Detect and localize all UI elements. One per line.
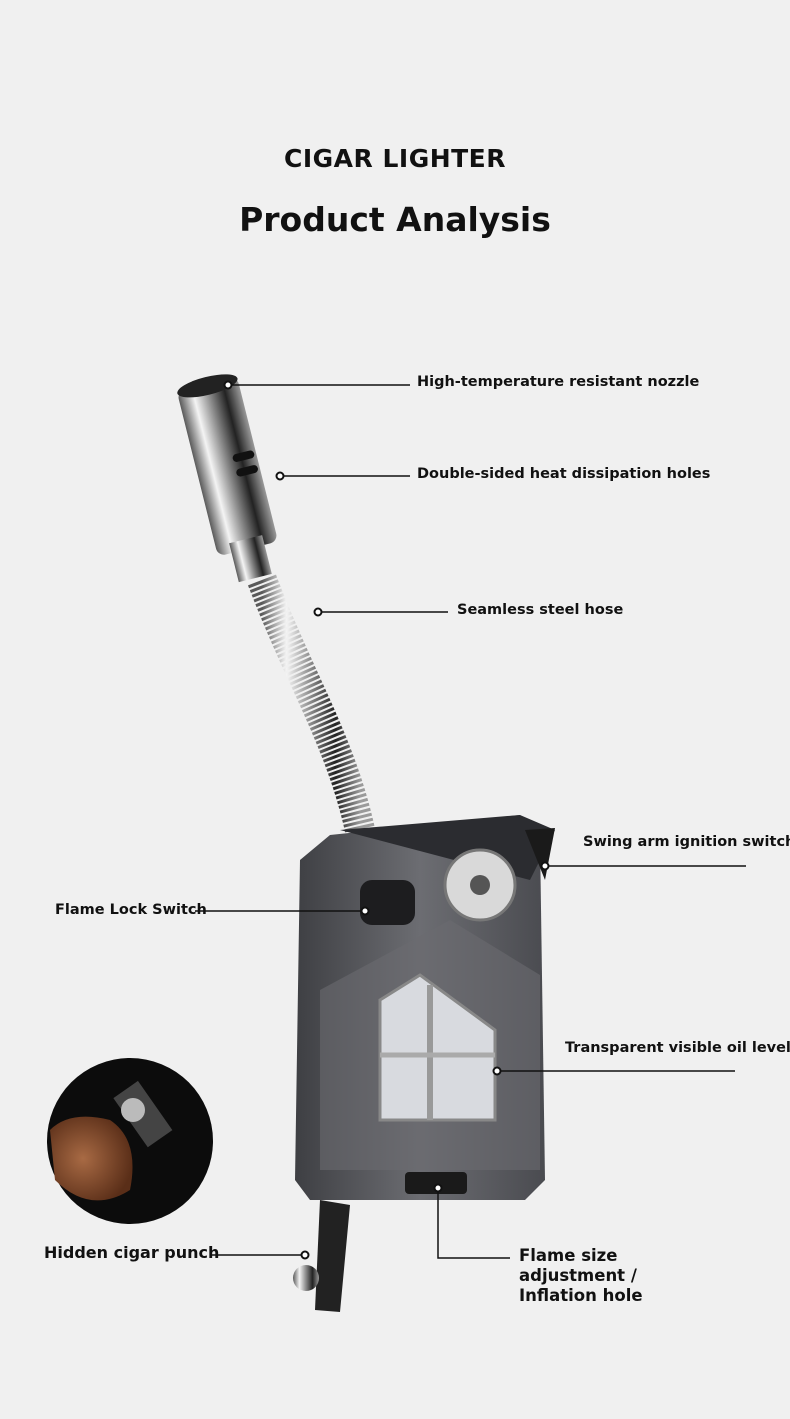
label-heat-holes: Double-sided heat dissipation holes bbox=[417, 466, 711, 482]
nozzle bbox=[177, 374, 277, 583]
page-title: Product Analysis bbox=[239, 200, 551, 239]
product-category: CIGAR LIGHTER bbox=[283, 144, 507, 173]
label-flame-lock: Flame Lock Switch bbox=[55, 902, 207, 918]
label-flame-size: Flame size adjustment / Inflation hole bbox=[519, 1246, 643, 1305]
label-oil-level: Transparent visible oil level bbox=[565, 1040, 790, 1056]
steel-hose bbox=[247, 574, 375, 834]
cigar-punch-arm bbox=[315, 1200, 350, 1312]
flame-adjust-hole bbox=[405, 1172, 467, 1194]
label-cigar-punch: Hidden cigar punch bbox=[44, 1243, 220, 1262]
callout-lines bbox=[195, 384, 746, 1259]
callout-dots bbox=[223, 380, 550, 1260]
label-hose: Seamless steel hose bbox=[457, 602, 624, 618]
flame-lock-slider bbox=[360, 880, 415, 925]
label-nozzle: High-temperature resistant nozzle bbox=[417, 374, 700, 390]
cigar-punch-inset bbox=[47, 1058, 213, 1224]
label-swing-arm: Swing arm ignition switch bbox=[583, 834, 790, 850]
